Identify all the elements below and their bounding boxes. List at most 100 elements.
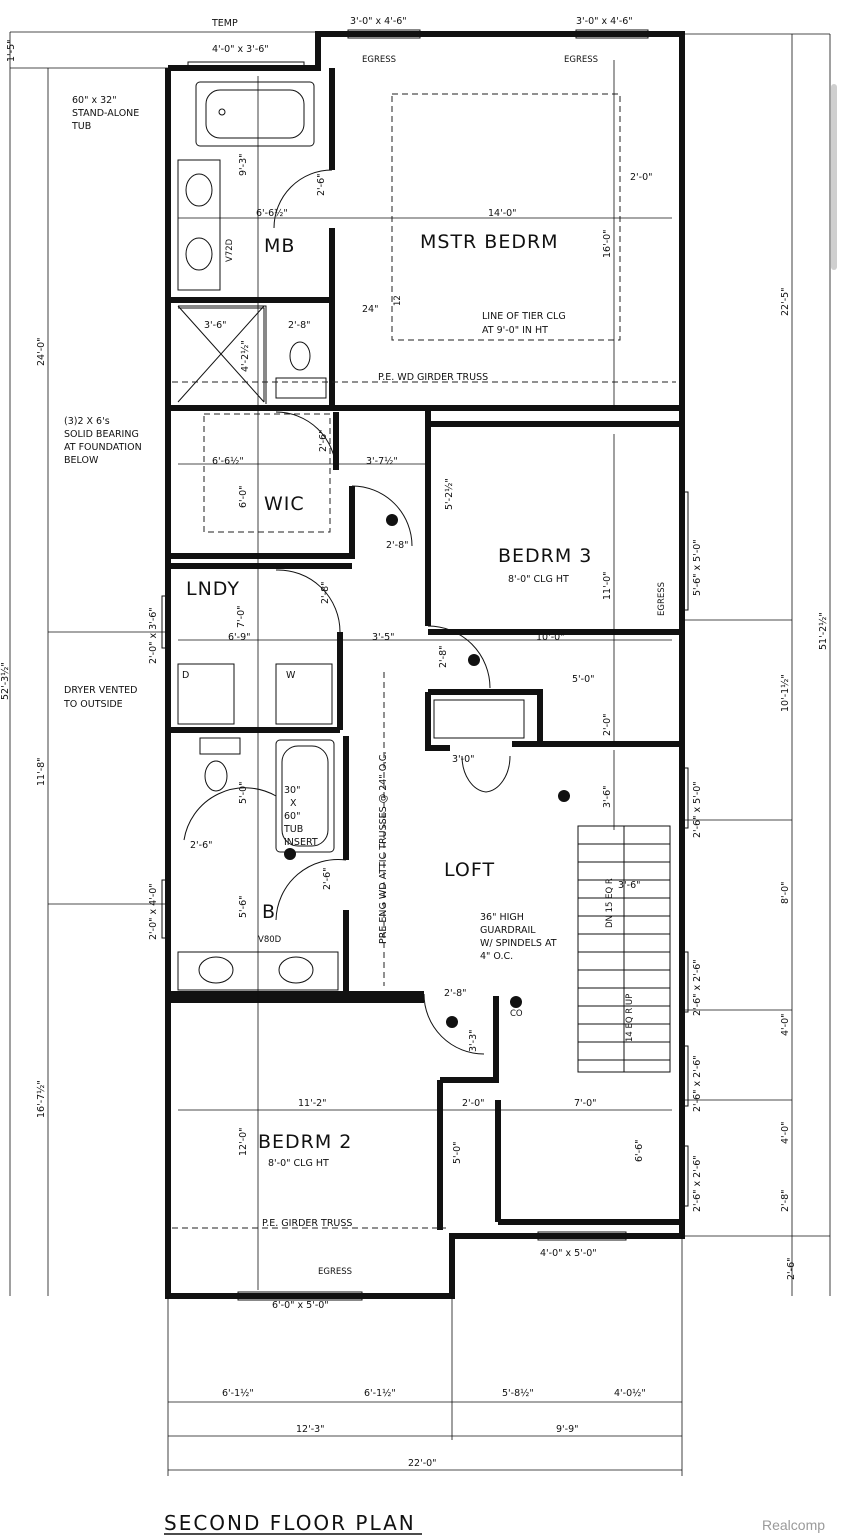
dim-left-16-7: 16'-7½": [36, 1080, 47, 1118]
room-wic: WIC: [264, 493, 305, 515]
room-master-bedroom: MSTR BEDRM: [420, 231, 559, 253]
dim-top-window-right: 3'-0" x 4'-6": [576, 16, 633, 27]
note-attic-trusses: PRE ENG WD ATTIC TRUSSES @ 24" O.C.: [378, 752, 389, 944]
dim-9-3: 9'-3": [238, 154, 249, 177]
dim-left-11-8: 11'-8": [36, 757, 47, 786]
dim-right-2-8: 2'-8": [780, 1190, 791, 1213]
label-egress-bed3: EGRESS: [657, 582, 667, 616]
note-rail-4: 4" O.C.: [480, 951, 513, 962]
plan-title: SECOND FLOOR PLAN: [164, 1511, 416, 1535]
dim-3-6-a: 3'-6": [204, 320, 227, 331]
note-tub-2: STAND-ALONE: [72, 108, 139, 119]
note-insert-4: TUB: [283, 824, 303, 835]
note-rail-2: GUARDRAIL: [480, 925, 536, 936]
dim-right-51: 51'-2½": [818, 612, 829, 650]
note-bearing-4: BELOW: [64, 455, 99, 466]
dim-3-7: 3'-7½": [366, 456, 398, 467]
dim-6-9: 6'-9": [228, 632, 251, 643]
label-temp: TEMP: [211, 18, 238, 29]
dim-3-3: 3'-3": [468, 1030, 479, 1053]
note-slope-2: 12: [393, 295, 403, 306]
note-tier-1: LINE OF TIER CLG: [482, 311, 566, 322]
note-bearing-2: SOLID BEARING: [64, 429, 139, 440]
bed3-ceiling-height: 8'-0" CLG HT: [508, 574, 569, 585]
dim-6-6-b: 6'-6½": [212, 456, 244, 467]
dim-right-4-0-a: 4'-0": [780, 1014, 791, 1037]
note-dryer-1: DRYER VENTED: [64, 685, 137, 696]
dim-bottom-6: 9'-9": [556, 1424, 579, 1435]
dim-2-6-b: 2'-6": [318, 430, 329, 453]
dim-window-loft: 4'-0" x 5'-0": [540, 1248, 597, 1259]
note-bearing-1: (3)2 X 6's: [64, 416, 110, 427]
dim-right-2-6: 2'-6": [786, 1258, 797, 1281]
labels: TEMP 3'-0" x 4'-6" 3'-0" x 4'-6" 4'-0" x…: [0, 16, 829, 1535]
dim-3-6-c: 3'-6": [618, 880, 641, 891]
note-insert-3: 60": [284, 811, 300, 822]
label-egress-bed2: EGRESS: [318, 1267, 352, 1277]
dim-11-2: 11'-2": [298, 1098, 327, 1109]
room-master-bath: MB: [264, 235, 295, 257]
dim-2-6-c: 2'-6": [190, 840, 213, 851]
label-dryer: D: [182, 670, 189, 681]
note-rail-3: W/ SPINDELS AT: [480, 938, 557, 949]
dim-2-8-d: 2'-8": [438, 646, 449, 669]
dim-top-window-left: 3'-0" x 4'-6": [350, 16, 407, 27]
dim-bottom-2: 6'-1½": [364, 1388, 396, 1399]
dim-5-0-b: 5'-0": [238, 782, 249, 805]
label-vanity-b: V80D: [258, 935, 282, 945]
bed2-ceiling-height: 8'-0" CLG HT: [268, 1158, 329, 1169]
note-stair-down: DN 15 EQ R: [605, 878, 615, 928]
dim-3-6-b: 3'-6": [602, 786, 613, 809]
dim-2-0-a: 2'-0": [630, 172, 653, 183]
dim-14-0: 14'-0": [488, 208, 517, 219]
note-girder-1: P.E. WD GIRDER TRUSS: [378, 372, 488, 383]
dim-7-0-a: 7'-0": [236, 606, 247, 629]
dim-3-0: 3'-0": [452, 754, 475, 765]
note-girder-2: P.E. GIRDER TRUSS: [262, 1218, 352, 1229]
dim-right-4-0-b: 4'-0": [780, 1122, 791, 1145]
scrollbar[interactable]: [831, 84, 837, 270]
dimension-lines: [9, 31, 831, 1476]
room-bedroom-3: BEDRM 3: [498, 545, 592, 567]
watermark: Realcomp: [762, 1517, 825, 1533]
dim-left-52: 52'-3½": [0, 662, 11, 700]
dim-bottom-3: 5'-8½": [502, 1388, 534, 1399]
fixtures: [161, 29, 689, 1301]
dim-bottom-1: 6'-1½": [222, 1388, 254, 1399]
dim-2-8-e: 2'-8": [444, 988, 467, 999]
dim-window-r4: 2'-6" x 2'-6": [692, 1055, 703, 1112]
room-laundry: LNDY: [186, 578, 240, 600]
walls: [165, 31, 685, 1299]
label-egress-1: EGRESS: [362, 55, 396, 65]
dim-right-22-5: 22'-5": [780, 287, 791, 316]
dim-window-2-0-4-0: 2'-0" x 4'-0": [148, 883, 159, 940]
dim-2-8-c: 2'-8": [320, 582, 331, 605]
room-bath: B: [262, 901, 276, 923]
dim-4-2: 4'-2½": [240, 340, 251, 372]
note-tub-1: 60" x 32": [72, 95, 117, 106]
note-slope: 24": [362, 304, 378, 315]
dim-right-10-1: 10'-1½": [780, 674, 791, 712]
dim-3-5: 3'-5": [372, 632, 395, 643]
note-bearing-3: AT FOUNDATION: [64, 442, 142, 453]
dim-2-0-b: 2'-0": [602, 714, 613, 737]
dim-6-0: 6'-0": [238, 486, 249, 509]
label-egress-2: EGRESS: [564, 55, 598, 65]
dim-2-6-a: 2'-6": [316, 174, 327, 197]
dim-2-6-d: 2'-6": [322, 868, 333, 891]
dim-2-8-a: 2'-8": [288, 320, 311, 331]
note-dryer-2: TO OUTSIDE: [63, 699, 123, 710]
dim-7-0-b: 7'-0": [574, 1098, 597, 1109]
note-stair-up: 14 EQ R UP: [625, 994, 635, 1042]
note-insert-2: X: [290, 798, 297, 809]
dim-window-bed2: 6'-0" x 5'-0": [272, 1300, 329, 1311]
dim-16-0: 16'-0": [602, 229, 613, 258]
label-vanity-mb: V72D: [225, 238, 235, 262]
dim-window-r3: 2'-6" x 2'-6": [692, 959, 703, 1016]
dim-left-1-5: 1'-5": [6, 40, 17, 63]
dim-window-r2: 2'-6" x 5'-0": [692, 781, 703, 838]
dim-5-0-a: 5'-0": [572, 674, 595, 685]
dim-left-24-0: 24'-0": [36, 337, 47, 366]
dim-bath-window: 4'-0" x 3'-6": [212, 44, 269, 55]
dim-bottom-5: 12'-3": [296, 1424, 325, 1435]
